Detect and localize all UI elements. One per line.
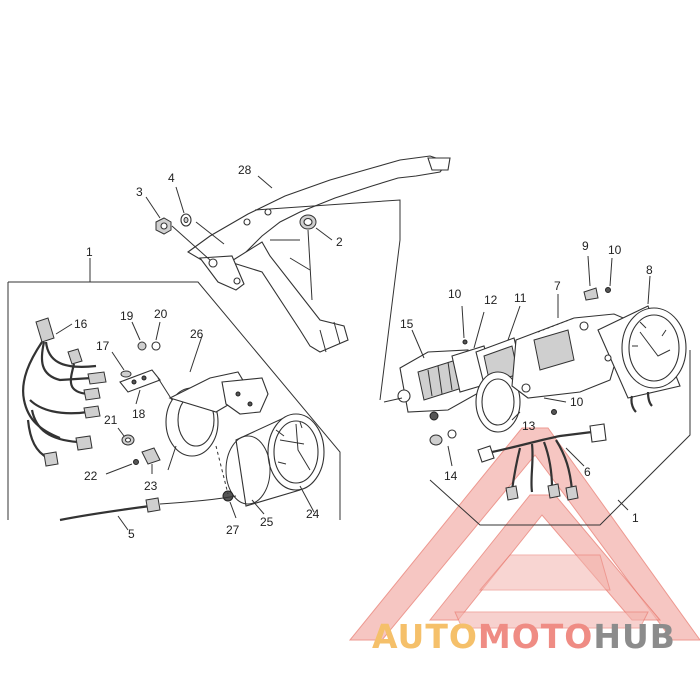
callout-4: 4: [168, 171, 175, 185]
screw-part-10-lower: [543, 397, 567, 415]
callout-17: 17: [96, 339, 110, 353]
lamp-holder-part-18: [119, 369, 161, 405]
callout-8: 8: [646, 263, 653, 277]
support-bracket-part-28: [186, 155, 451, 353]
nut-part-27: [215, 445, 237, 519]
speedometer-part-24: [235, 413, 325, 513]
callout-12: 12: [484, 293, 498, 307]
screw-part-22: [105, 459, 139, 475]
screw-part-10-upper-right: [605, 257, 613, 293]
callout-24: 24: [306, 507, 320, 521]
callout-22: 22: [84, 469, 98, 483]
callout-15: 15: [400, 317, 414, 331]
callout-13: 13: [522, 419, 536, 433]
callout-21: 21: [104, 413, 118, 427]
washer-part-4: [180, 213, 192, 227]
watermark-word-moto: MOTO: [478, 617, 593, 656]
svg-text:AUTOMOTOHUB: AUTOMOTOHUB: [372, 617, 676, 656]
leader-lines-right: [383, 317, 575, 403]
callout-6: 6: [584, 465, 591, 479]
left-group-outline: [7, 258, 341, 520]
mounting-plate-part-7: [511, 294, 629, 399]
watermark-word-auto: AUTO: [372, 617, 478, 656]
tachometer-part-8: [597, 275, 687, 413]
grommet-part-2: [299, 214, 317, 230]
grommet-part-21: [117, 427, 135, 446]
callout-5: 5: [128, 527, 135, 541]
wiring-harness-part-16: [22, 317, 107, 467]
callout-2: 2: [336, 235, 343, 249]
callout-18: 18: [132, 407, 146, 421]
callout-20: 20: [154, 307, 168, 321]
callout-23: 23: [144, 479, 158, 493]
callout-27: 27: [226, 523, 240, 537]
speedometer-cable-part-5: [59, 495, 237, 531]
wiring-harness-part-6: [477, 423, 607, 501]
callout-3: 3: [136, 185, 143, 199]
watermark-logo: [348, 427, 700, 641]
cup-part-13: [475, 371, 521, 433]
callout-7: 7: [554, 279, 561, 293]
callout-labels: 1 1 2 3 4 5 6 7 8 9 10 10 10 11 12 13 14…: [74, 163, 653, 541]
callout-1-right: 1: [632, 511, 639, 525]
right-group-outline: [429, 350, 691, 526]
callout-26: 26: [190, 327, 204, 341]
grommet-part-14: [429, 429, 457, 467]
screw-part-9: [583, 255, 599, 301]
callout-10-upper-left: 10: [448, 287, 462, 301]
bushing-part-23: [141, 447, 161, 474]
callout-10-lower: 10: [570, 395, 584, 409]
retaining-ring-part-25: [225, 435, 271, 515]
callout-1-left: 1: [86, 245, 93, 259]
watermark-word-hub: HUB: [593, 617, 676, 656]
callout-9: 9: [582, 239, 589, 253]
watermark-text: AUTOMOTOHUB: [372, 617, 676, 656]
leader-lines-top: [145, 175, 401, 401]
nut-part-3: [155, 217, 172, 235]
indicator-bulb-part-17: [111, 351, 132, 378]
callout-25: 25: [260, 515, 274, 529]
callout-11: 11: [514, 291, 527, 305]
screw-part-19: [131, 321, 147, 351]
callout-19: 19: [120, 309, 134, 323]
washer-part-20: [151, 321, 161, 351]
callout-14: 14: [444, 469, 458, 483]
callout-16: 16: [74, 317, 88, 331]
callout-28: 28: [238, 163, 252, 177]
callout-10-upper-right: 10: [608, 243, 622, 257]
instrument-housing-part-26: [157, 335, 269, 471]
